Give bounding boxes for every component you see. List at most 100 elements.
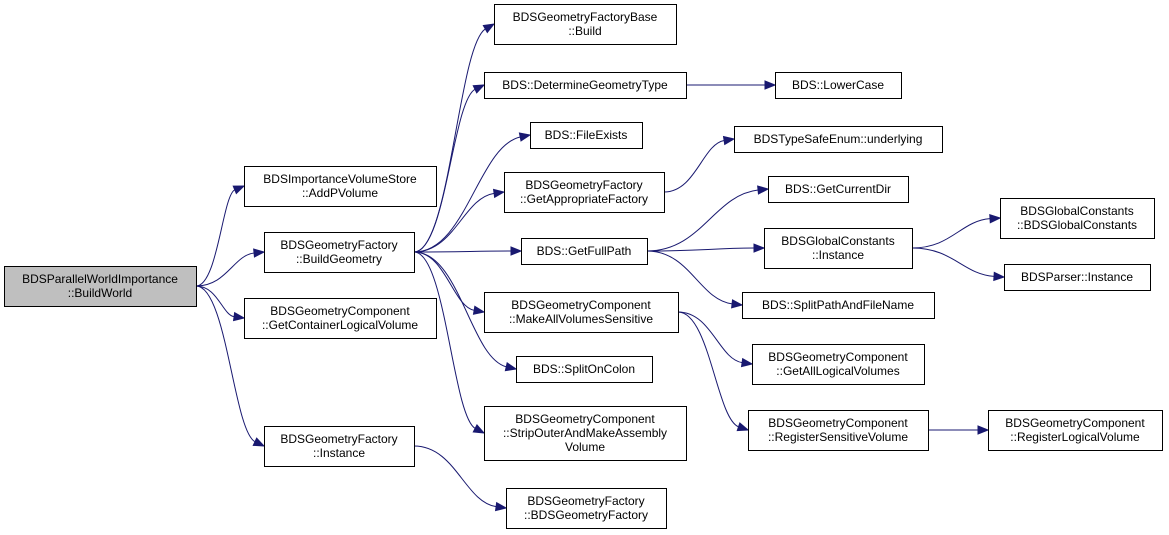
node-box — [4, 266, 197, 307]
node-box — [988, 410, 1163, 451]
edge-getfullpath-to-globalconst-instance — [646, 243, 766, 253]
edge-line — [195, 285, 235, 318]
node-box — [748, 410, 929, 451]
node-label: BDS::LowerCase — [792, 78, 884, 92]
node-box — [494, 4, 677, 45]
edge-buildgeometry-to-determinegeomtype — [413, 84, 486, 253]
arrowhead-icon — [252, 437, 266, 447]
node-factory-instance[interactable]: BDSGeometryFactory::Instance — [264, 426, 415, 467]
node-label: BDS::GetCurrentDir — [785, 182, 891, 196]
node-label: BDSGeometryComponent — [768, 350, 908, 364]
node-root[interactable]: BDSParallelWorldImportance::BuildWorld — [4, 266, 197, 307]
edge-buildgeometry-to-fileexists — [413, 132, 532, 253]
node-getalllv[interactable]: BDSGeometryComponent::GetAllLogicalVolum… — [752, 344, 925, 385]
node-splitoncolon[interactable]: BDS::SplitOnColon — [516, 356, 653, 383]
edge-getappropriatefactory-to-underlying — [663, 135, 736, 193]
edge-getfullpath-to-getcurrentdir — [646, 185, 770, 252]
edge-line — [677, 311, 743, 364]
node-label: BDS::DetermineGeometryType — [502, 78, 668, 92]
node-box — [521, 238, 648, 265]
edge-line — [646, 189, 759, 252]
node-label: ::StripOuterAndMakeAssembly — [503, 426, 667, 440]
node-parser-instance[interactable]: BDSParser::Instance — [1004, 264, 1151, 291]
node-box — [244, 298, 437, 339]
node-getfullpath[interactable]: BDS::GetFullPath — [521, 238, 648, 265]
node-box — [530, 122, 643, 149]
arrowhead-icon — [494, 501, 508, 512]
node-label: BDSGeometryComponent — [270, 304, 410, 318]
node-label: BDSGlobalConstants — [1020, 204, 1133, 218]
arrowhead-icon — [518, 132, 532, 142]
node-box — [244, 166, 437, 207]
call-edges — [195, 23, 1006, 512]
node-getcurrentdir[interactable]: BDS::GetCurrentDir — [768, 176, 909, 203]
node-registersensitive[interactable]: BDSGeometryComponent::RegisterSensitiveV… — [748, 410, 929, 451]
edge-root-to-factory-instance — [195, 285, 266, 447]
node-label: BDS::FileExists — [545, 128, 628, 142]
node-addpvolume[interactable]: BDSImportanceVolumeStore::AddPVolume — [244, 166, 437, 207]
node-label: ::BuildWorld — [68, 286, 132, 300]
call-nodes: BDSParallelWorldImportance::BuildWorldBD… — [4, 4, 1163, 529]
edge-line — [413, 250, 512, 253]
node-factory-ctor[interactable]: BDSGeometryFactory::BDSGeometryFactory — [506, 488, 667, 529]
node-stripouter[interactable]: BDSGeometryComponent::StripOuterAndMakeA… — [484, 406, 687, 461]
edge-determinegeomtype-to-lowercase — [686, 80, 777, 90]
edge-line — [413, 136, 521, 253]
node-label: BDSGeometryComponent — [768, 416, 908, 430]
node-globalconst-ctor[interactable]: BDSGlobalConstants::BDSGlobalConstants — [1000, 198, 1155, 239]
arrowhead-icon — [740, 357, 754, 368]
node-box — [752, 344, 925, 385]
edge-buildgeometry-to-getfullpath — [413, 246, 523, 256]
arrowhead-icon — [472, 423, 486, 434]
node-getappropriatefactory[interactable]: BDSGeometryFactory::GetAppropriateFactor… — [504, 172, 665, 213]
node-label: ::Instance — [313, 446, 365, 460]
node-label: ::Instance — [812, 248, 864, 262]
node-label: BDSParallelWorldImportance — [22, 272, 178, 286]
node-underlying[interactable]: BDSTypeSafeEnum::underlying — [734, 126, 943, 153]
node-factorybase-build[interactable]: BDSGeometryFactoryBase::Build — [494, 4, 677, 45]
arrowhead-icon — [492, 188, 506, 199]
arrowhead-icon — [753, 243, 766, 253]
node-label: BDS::SplitPathAndFileName — [762, 298, 914, 312]
node-label: BDSGeometryFactory — [280, 238, 397, 252]
node-globalconst-instance[interactable]: BDSGlobalConstants::Instance — [764, 228, 913, 269]
node-label: Volume — [565, 440, 605, 454]
edge-line — [195, 285, 256, 443]
node-fileexists[interactable]: BDS::FileExists — [530, 122, 643, 149]
node-makeallvolsensitive[interactable]: BDSGeometryComponent::MakeAllVolumesSens… — [484, 292, 679, 333]
node-buildgeometry[interactable]: BDSGeometryFactory::BuildGeometry — [264, 232, 415, 273]
node-box — [504, 172, 665, 213]
node-getcontainerlv[interactable]: BDSGeometryComponent::GetContainerLogica… — [244, 298, 437, 339]
edge-line — [646, 250, 733, 305]
node-lowercase[interactable]: BDS::LowerCase — [775, 72, 902, 99]
edge-line — [646, 247, 755, 252]
node-label: BDSGeometryComponent — [515, 412, 655, 426]
node-label: ::BDSGeometryFactory — [524, 508, 648, 522]
node-label: BDS::SplitOnColon — [533, 362, 635, 376]
node-label: BDSGeometryFactory — [525, 178, 642, 192]
node-label: BDS::GetFullPath — [537, 244, 632, 258]
node-label: ::BDSGlobalConstants — [1017, 218, 1137, 232]
edge-root-to-getcontainerlv — [195, 285, 246, 322]
arrowhead-icon — [472, 305, 486, 315]
node-label: ::RegisterSensitiveVolume — [768, 430, 908, 444]
node-label: ::Build — [568, 24, 601, 38]
node-label: BDSGeometryComponent — [511, 298, 651, 312]
node-splitpathandfilename[interactable]: BDS::SplitPathAndFileName — [742, 292, 935, 319]
node-registerlv[interactable]: BDSGeometryComponent::RegisterLogicalVol… — [988, 410, 1163, 451]
edge-line — [413, 28, 486, 253]
node-box — [775, 72, 902, 99]
node-box — [484, 72, 687, 99]
node-label: BDSParser::Instance — [1021, 270, 1133, 284]
node-box — [1004, 264, 1151, 291]
arrowhead-icon — [736, 422, 750, 432]
edge-globalconst-instance-to-globalconst-ctor — [911, 213, 1002, 249]
edge-globalconst-instance-to-parser-instance — [911, 247, 1006, 282]
node-label: BDSGlobalConstants — [781, 234, 894, 248]
edge-line — [413, 445, 497, 508]
edge-makeallvolsensitive-to-registersensitive — [677, 311, 750, 432]
edge-buildgeometry-to-getappropriatefactory — [413, 188, 506, 253]
node-determinegeomtype[interactable]: BDS::DetermineGeometryType — [484, 72, 687, 99]
arrowhead-icon — [757, 185, 770, 195]
